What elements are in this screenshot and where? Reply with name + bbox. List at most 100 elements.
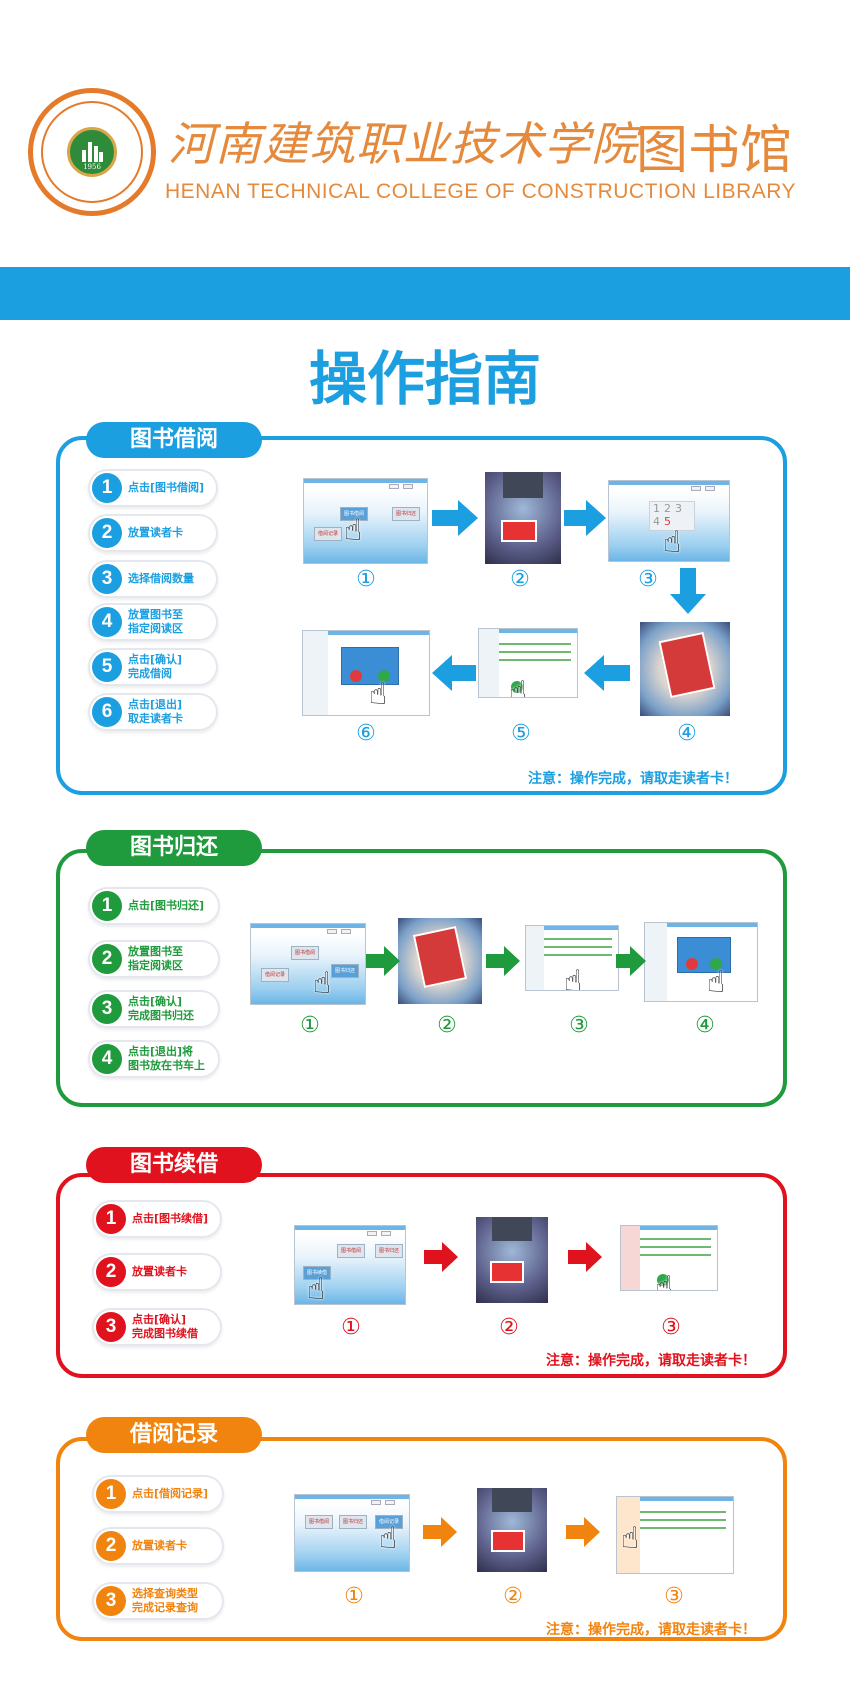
hand-pointer-icon: ☝ — [655, 1270, 674, 1291]
step-text-line2: 完成借阅 — [128, 667, 172, 680]
borrow-step-label-2: ② — [510, 567, 530, 592]
tile-borrow: 图书借阅 — [291, 946, 319, 960]
library-name-cn: 图书馆 — [636, 121, 793, 181]
step-text-line2: 完成记录查询 — [132, 1601, 198, 1614]
arrow-right-icon — [568, 1242, 602, 1272]
arrow-left-icon — [432, 655, 476, 691]
tile-return: 图书归还 — [331, 964, 359, 978]
hand-pointer-icon: ☝ — [663, 525, 682, 560]
borrow-step-6: 6 点击[退出]取走读者卡 — [88, 693, 218, 731]
step-text-line2: 指定阅读区 — [128, 622, 183, 635]
step-text-line1: 点击[图书归还] — [128, 899, 205, 912]
borrow-step-5: 5 点击[确认]完成借阅 — [88, 648, 218, 686]
tile-return: 图书归还 — [375, 1244, 403, 1258]
tile-return: 图书归还 — [392, 507, 420, 521]
records-note: 注意：操作完成，请取走读者卡！ — [546, 1622, 756, 1638]
step-number-badge: 2 — [92, 518, 122, 548]
step-text-line1: 点击[退出]将 — [128, 1045, 194, 1058]
step-text-line2: 图书放在书车上 — [128, 1059, 205, 1072]
records-screen-list: ☝ — [616, 1496, 734, 1574]
renew-step-label-3: ③ — [661, 1315, 681, 1340]
step-number-badge: 4 — [92, 1044, 122, 1074]
records-screen-home: 图书借阅 图书归还 借阅记录 ☝ — [294, 1494, 410, 1572]
records-photo-card — [477, 1488, 547, 1572]
borrow-note: 注意：操作完成，请取走读者卡！ — [528, 771, 738, 787]
step-text: 放置读者卡 — [128, 514, 183, 552]
return-screen-confirm-dialog: ☝ — [644, 922, 758, 1002]
return-step-label-3: ③ — [569, 1013, 589, 1038]
step-text-line1: 选择借阅数量 — [128, 572, 194, 585]
records-tab: 借阅记录 — [86, 1417, 262, 1453]
records-step-label-2: ② — [503, 1584, 523, 1609]
step-text-line2: 指定阅读区 — [128, 959, 183, 972]
step-number-badge: 3 — [96, 1312, 126, 1342]
return-screen-list: ☝ — [525, 925, 619, 991]
step-text: 放置图书至指定阅读区 — [128, 603, 183, 641]
building-icon — [82, 140, 103, 162]
seal-emblem: 1956 — [67, 127, 117, 177]
records-step-label-1: ① — [344, 1584, 364, 1609]
step-text: 点击[退出]将图书放在书车上 — [128, 1040, 205, 1078]
step-text-line1: 放置图书至 — [128, 945, 183, 958]
tile-borrow: 图书借阅 — [305, 1515, 333, 1529]
step-text-line1: 点击[退出] — [128, 698, 183, 711]
records-step-label-3: ③ — [664, 1584, 684, 1609]
return-step-label-2: ② — [437, 1013, 457, 1038]
arrow-left-icon — [584, 655, 630, 691]
arrow-down-icon — [670, 568, 706, 614]
hand-pointer-icon: ☝ — [379, 1521, 398, 1556]
step-text-line2: 取走读者卡 — [128, 712, 183, 725]
borrow-screen-home: 图书借阅 借阅记录 图书归还 ☝ — [303, 478, 428, 564]
step-text-line1: 点击[图书续借] — [132, 1212, 209, 1225]
borrow-step-label-5: ⑤ — [511, 721, 531, 746]
borrow-step-label-1: ① — [356, 567, 376, 592]
step-text-line1: 选择查询类型 — [132, 1587, 198, 1600]
step-number-badge: 6 — [92, 697, 122, 727]
step-text: 点击[借阅记录] — [132, 1475, 208, 1513]
seal-year: 1956 — [83, 163, 101, 171]
step-text-line1: 点击[确认] — [128, 653, 183, 666]
step-text-line1: 放置读者卡 — [128, 526, 183, 539]
step-number-badge: 5 — [92, 652, 122, 682]
tile-records: 借阅记录 — [314, 527, 342, 541]
step-text: 选择借阅数量 — [128, 560, 194, 598]
arrow-right-icon — [423, 1517, 457, 1547]
return-step-label-1: ① — [300, 1013, 320, 1038]
step-text: 放置读者卡 — [132, 1527, 187, 1565]
return-step-label-4: ④ — [695, 1013, 715, 1038]
step-text: 点击[确认]完成图书归还 — [128, 990, 194, 1028]
return-photo-book — [398, 918, 482, 1004]
renew-tab: 图书续借 — [86, 1147, 262, 1183]
arrow-right-icon — [486, 946, 520, 976]
hand-pointer-icon: ☝ — [707, 965, 726, 1000]
step-text-line1: 点击[确认] — [132, 1313, 187, 1326]
step-text-line1: 点击[借阅记录] — [132, 1487, 209, 1500]
step-number-badge: 2 — [96, 1531, 126, 1561]
step-text-line1: 放置图书至 — [128, 608, 183, 621]
hand-pointer-icon: ☝ — [369, 677, 388, 712]
arrow-right-icon — [616, 946, 646, 976]
tile-records: 借阅记录 — [261, 968, 289, 982]
return-tab: 图书归还 — [86, 830, 262, 866]
step-number-badge: 4 — [92, 607, 122, 637]
hand-pointer-icon: ☝ — [509, 675, 528, 698]
borrow-step-label-6: ⑥ — [356, 721, 376, 746]
college-name-cn: 河南建筑职业技术学院 — [168, 117, 638, 171]
renew-step-label-1: ① — [341, 1315, 361, 1340]
renew-screen-home: 图书借阅 图书归还 图书续借 ☝ — [294, 1225, 406, 1305]
step-text: 点击[图书借阅] — [128, 469, 204, 507]
step-text: 点击[图书续借] — [132, 1200, 208, 1238]
borrow-screen-confirm-dialog: ☝ — [302, 630, 430, 716]
step-number-badge: 2 — [96, 1257, 126, 1287]
